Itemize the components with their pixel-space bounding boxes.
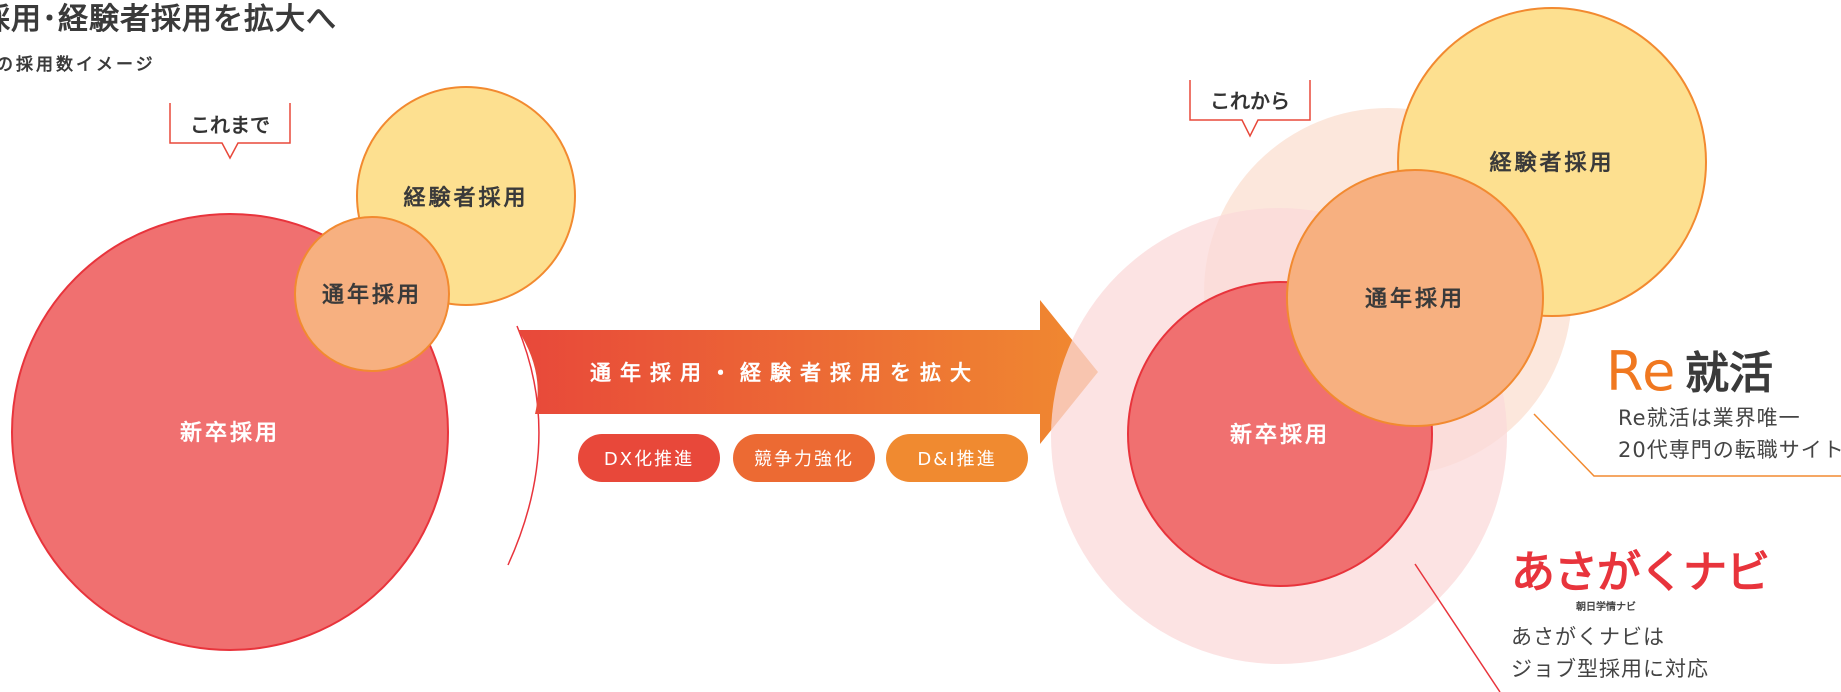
tag-dx-label: DX化推進 — [604, 449, 694, 470]
asagaku-logo-sub: 朝日学情ナビ — [1576, 600, 1636, 613]
asagaku-block: あさがくナビ 朝日学情ナビ あさがくナビは ジョブ型採用に対応 — [1511, 547, 1770, 681]
tag-dei: D&I推進 — [886, 434, 1028, 482]
tag-competitiveness: 競争力強化 — [733, 434, 875, 482]
after-keikensha-label: 経験者採用 — [1489, 150, 1614, 176]
after-tsunen-circle — [1286, 169, 1544, 427]
asagaku-logo: あさがくナビ — [1511, 547, 1769, 598]
re-shukatsu-line1: Re就活は業界唯一 — [1618, 406, 1801, 430]
after-label-callout: これから — [1189, 80, 1311, 138]
asagaku-line2: ジョブ型採用に対応 — [1511, 657, 1709, 681]
tag-competitiveness-label: 競争力強化 — [754, 449, 854, 470]
before-shinsotsu-label: 新卒採用 — [180, 420, 280, 446]
re-shukatsu-leader-line — [1533, 413, 1841, 477]
before-keikensha-label: 経験者採用 — [403, 185, 528, 211]
after-section: これから 経験者採用 新卒採用 通年採用 — [1051, 7, 1841, 692]
before-section: これまで 経験者採用 新卒採用 通年採用 — [11, 86, 576, 651]
re-shukatsu-line2: 20代専門の転職サイト — [1618, 438, 1841, 462]
asagaku-line1: あさがくナビは — [1511, 625, 1665, 649]
re-shukatsu-logo-rest: 就活 — [1685, 348, 1773, 399]
arrow-label: 通年採用・経験者採用を拡大 — [590, 361, 980, 385]
re-shukatsu-logo-re: Re — [1606, 340, 1676, 403]
expansion-arrow: 通年採用・経験者採用を拡大 DX化推進 競争力強化 D&I推進 — [518, 300, 1098, 482]
before-arc-line — [507, 325, 540, 566]
before-label-callout: これまで — [169, 103, 291, 160]
after-tsunen-label: 通年採用 — [1365, 286, 1465, 312]
before-tsunen-circle — [294, 216, 450, 372]
tag-dei-label: D&I推進 — [917, 449, 996, 470]
after-shinsotsu-label: 新卒採用 — [1230, 422, 1330, 448]
after-label: これから — [1210, 89, 1290, 113]
page-subtitle: の採用数イメージ — [0, 55, 156, 75]
before-tsunen-label: 通年採用 — [322, 282, 422, 308]
tag-dx: DX化推進 — [578, 434, 720, 482]
asagaku-leader-line — [1414, 563, 1501, 692]
re-shukatsu-block: Re 就活 Re就活は業界唯一 20代専門の転職サイト — [1606, 340, 1841, 462]
page-title: 採用･経験者採用を拡大へ — [0, 2, 337, 37]
before-label: これまで — [190, 113, 270, 137]
